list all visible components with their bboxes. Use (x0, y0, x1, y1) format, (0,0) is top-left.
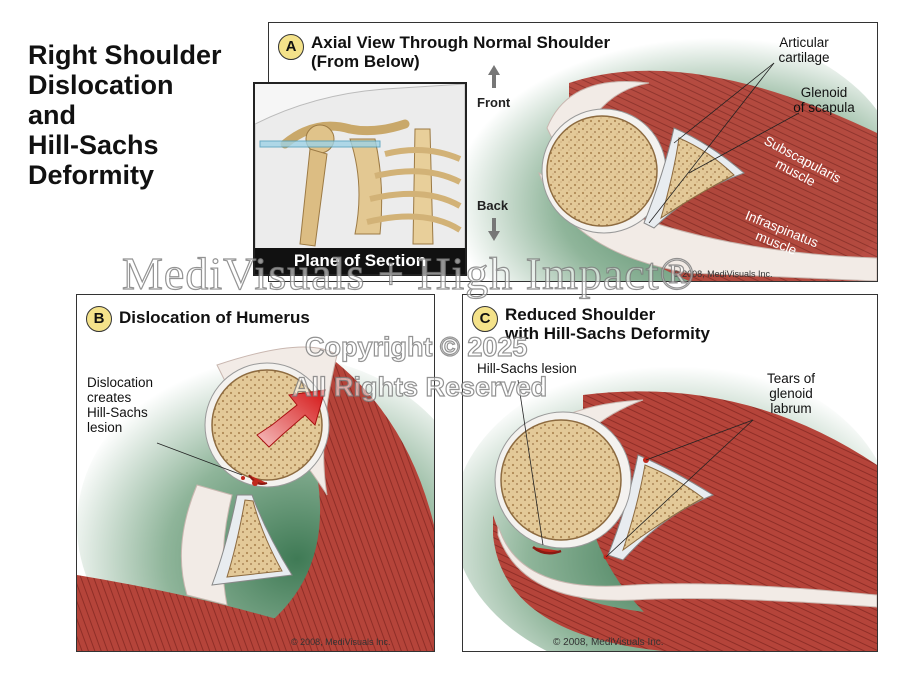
glenoid-bone (660, 137, 735, 220)
humeral-head-bone (211, 369, 323, 481)
label-line: cartilage (778, 50, 830, 65)
back-arrow-icon (488, 231, 500, 241)
plane-of-section-inset: Plane of Section (253, 82, 467, 276)
label-line: Articular (779, 35, 829, 50)
skeleton-illustration (255, 84, 465, 274)
muscle-shape (227, 355, 434, 651)
panel-c-illustration (463, 360, 877, 651)
panel-c-badge: C (472, 306, 498, 332)
main-title-line: Right Shoulder (28, 40, 222, 70)
glenoid-label: Glenoid of scapula (774, 85, 874, 115)
panel-a-title: Axial View Through Normal Shoulder (From… (311, 33, 610, 71)
lesion-spot (241, 476, 245, 480)
panel-a-title-line: (From Below) (311, 52, 420, 71)
humerus-shaft (299, 148, 328, 247)
panel-b-dislocation: B Dislocation of Humerus Dislocation cre… (76, 294, 435, 652)
label-line: lesion (87, 420, 123, 435)
label-line: Glenoid (800, 85, 848, 100)
leader-line (688, 112, 800, 174)
posterior-tendon (497, 524, 877, 608)
back-label: Back (477, 198, 509, 213)
rib (384, 147, 462, 162)
humeral-head-bone (500, 419, 622, 541)
label-line: creates (87, 390, 132, 405)
panel-a-copyright: © 2008, MediVisuals Inc. (673, 269, 773, 279)
main-title-line: Dislocation (28, 70, 174, 100)
dislocation-arrow-icon (256, 389, 326, 448)
panel-c-reduced-shoulder: C Reduced Shoulder with Hill-Sachs Defor… (462, 294, 878, 652)
scapula (349, 138, 383, 235)
label-line: labrum (770, 401, 812, 416)
panel-a-title-line: Axial View Through Normal Shoulder (311, 33, 611, 52)
rib (374, 168, 462, 185)
main-title-line: Hill-Sachs (28, 130, 159, 160)
panel-b-copyright: © 2008, MediVisuals Inc. (291, 637, 391, 647)
main-title: Right Shoulder Dislocation and Hill-Sach… (28, 40, 221, 190)
posterior-muscle-shape (77, 575, 434, 651)
articular-cartilage-label: Articular cartilage (764, 35, 844, 65)
hill-sachs-lesion-mark (532, 546, 562, 555)
glenoid-bone (226, 499, 283, 578)
hill-sachs-lesion-label: Hill-Sachs lesion (477, 361, 577, 376)
panel-a-illustration (419, 23, 877, 281)
glenoid-bone (622, 464, 704, 552)
front-arrow-icon (488, 65, 500, 75)
plane-of-section-caption: Plane of Section (255, 248, 465, 274)
label-line: glenoid (769, 386, 813, 401)
panel-c-title-line: Reduced Shoulder (505, 305, 656, 324)
leader-line (648, 62, 775, 224)
panel-c-copyright: © 2008, MediVisuals Inc. (553, 637, 664, 648)
leader-line (605, 419, 754, 558)
leader-line (645, 419, 754, 461)
label-line: Dislocation (87, 375, 154, 390)
main-title-line: and (28, 100, 77, 130)
lesion-spot (252, 480, 258, 486)
panel-c-title: Reduced Shoulder with Hill-Sachs Deformi… (505, 305, 710, 343)
panel-a-badge: A (278, 34, 304, 60)
panel-b-badge: B (86, 306, 112, 332)
panel-a-axial-view: A Axial View Through Normal Shoulder (Fr… (268, 22, 878, 282)
front-label: Front (477, 95, 511, 110)
label-line: Tears of (766, 371, 816, 386)
posterior-muscle-shape (493, 515, 877, 651)
panel-c-title-line: with Hill-Sachs Deformity (505, 324, 710, 343)
label-line: Hill-Sachs (87, 405, 148, 420)
clavicle (280, 119, 410, 149)
dislocation-lesion-label: Dislocation creates Hill-Sachs lesion (87, 375, 177, 435)
leader-line (156, 442, 243, 476)
leader-line (673, 62, 775, 144)
label-line: of scapula (793, 100, 855, 115)
main-title-line: Deformity (28, 160, 155, 190)
tears-labrum-label: Tears of glenoid labrum (741, 371, 841, 416)
panel-b-illustration (77, 346, 434, 651)
leader-line (517, 379, 544, 546)
panel-b-title: Dislocation of Humerus (119, 308, 310, 327)
rib (369, 190, 462, 209)
plane-of-section-marker (259, 140, 381, 148)
rib (366, 213, 462, 233)
sternum (412, 128, 434, 245)
humeral-head-bone (546, 115, 658, 227)
